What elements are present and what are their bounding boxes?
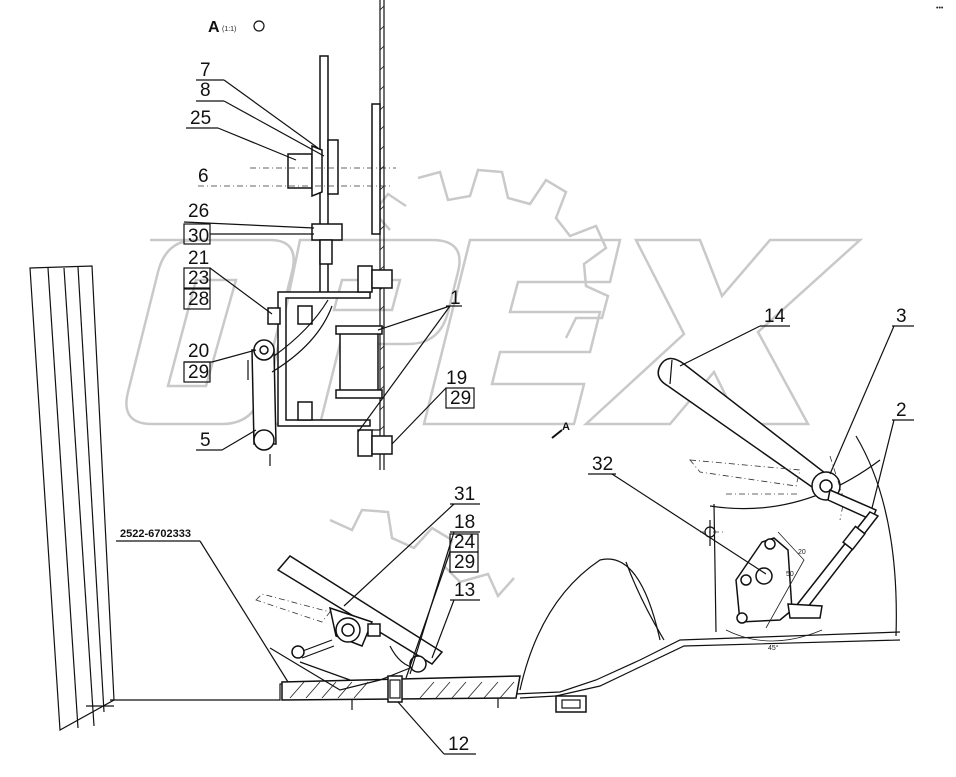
section-mark-a: A (551, 421, 570, 439)
angle-45: 45° (768, 644, 779, 652)
callout-23: 23 (188, 268, 209, 289)
watermark-gear-lower (329, 508, 515, 599)
callout-24: 24 (454, 532, 476, 553)
watermark-gear (372, 168, 610, 339)
callout-20: 20 (188, 341, 209, 362)
callout-29b: 29 (450, 388, 471, 409)
callout-32: 32 (592, 454, 613, 475)
corner-code: ••• (936, 5, 944, 12)
callout-3: 3 (896, 306, 907, 327)
callout-7: 7 (200, 60, 211, 81)
view-a-assembly: A (1:1) (198, 0, 396, 470)
view-a-circle-symbol (253, 20, 265, 32)
right-callouts: 14 3 2 32 (588, 306, 914, 575)
callout-21: 21 (188, 248, 209, 269)
watermark-letter-o (125, 238, 295, 426)
callout-28: 28 (188, 289, 209, 310)
callout-30: 30 (188, 226, 209, 247)
drawing-number: 2522-6702333 (120, 528, 191, 540)
callout-25: 25 (190, 108, 211, 129)
callout-5: 5 (200, 430, 211, 451)
callout-6: 6 (198, 166, 209, 187)
pedal-callouts: 31 18 24 29 13 12 2522-6702333 (116, 484, 480, 755)
callout-29c: 29 (454, 552, 475, 573)
accelerator-pedal (255, 555, 444, 703)
watermark-letter-e (422, 238, 622, 426)
callout-31: 31 (454, 484, 475, 505)
callout-19: 19 (446, 368, 467, 389)
dimension-50: 50 (786, 571, 794, 578)
callout-12: 12 (448, 734, 469, 755)
watermark-letter-x (582, 238, 864, 426)
dimension-20: 20 (798, 549, 806, 556)
section-mark-label: A (562, 421, 570, 433)
callout-13: 13 (454, 580, 475, 601)
view-a-label: A (208, 19, 220, 36)
view-a-scale: (1:1) (222, 26, 236, 33)
callout-1: 1 (450, 288, 461, 309)
view-a-callouts: 7 8 25 6 26 30 21 23 28 20 29 5 1 19 29 (183, 60, 475, 451)
callout-18: 18 (454, 512, 475, 533)
callout-29a: 29 (188, 362, 209, 383)
callout-14: 14 (764, 306, 786, 327)
callout-26: 26 (188, 201, 209, 222)
hand-lever: 20 50 45° (657, 357, 880, 652)
callout-2: 2 (896, 400, 907, 421)
callout-8: 8 (200, 80, 211, 101)
